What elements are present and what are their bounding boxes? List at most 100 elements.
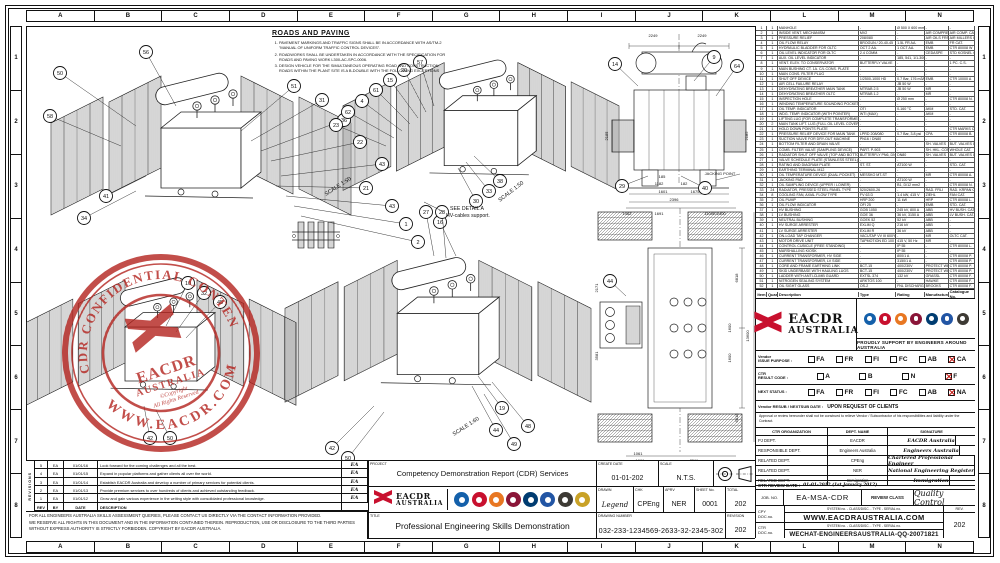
grid-label-M: M [837,542,906,552]
svg-text:2396: 2396 [670,197,680,202]
balloon-1: 1 [293,205,413,231]
grid-label-L: L [770,542,838,552]
check-option-FA: FA [807,355,825,363]
svg-text:62: 62 [345,110,351,116]
system-header-1: SYSTEM no. - CLASS/DISC. - TYPE - SERIAL… [785,506,943,513]
grid-label-C: C [161,542,229,552]
balloon-44: 44 [471,385,503,437]
total-value: 202 [734,501,747,508]
balloon-56: 56 [139,45,177,107]
balloon-15: 15 [383,73,419,119]
balloon-50: 50 [155,409,177,445]
grid-label-F: F [364,542,432,552]
org-header: DEPT. NAME [828,428,888,435]
svg-text:6818: 6818 [734,413,739,423]
job-no-value: EA-MSA-CDR [784,490,862,505]
balloon-50: 50 [341,411,385,460]
grid-label-2: 2 [979,89,989,154]
grid-label-6: 6 [11,345,21,409]
cpy-doc-value: WWW.EACDRAUSTRALIA.COM [785,513,943,523]
svg-text:JACKING POINT: JACKING POINT [705,171,736,176]
svg-text:10: 10 [185,281,191,287]
svg-text:31: 31 [319,98,325,104]
title-cell: TITLE Professional Engineering Skills De… [368,513,596,539]
svg-text:SCALE 1:60: SCALE 1:60 [452,416,481,438]
eacdr-logo-block: EACDR AUSTRALIA [753,299,859,350]
svg-text:44: 44 [607,279,613,285]
drawing-title: Professional Engineering Skills Demonstr… [395,520,570,531]
grid-label-C: C [161,11,229,21]
supporter-logos [857,299,975,338]
revision-cell: REVISION 202 [725,513,755,539]
sheet-no-value: 0001 [702,501,718,508]
cpy-doc-label: CPY DOC.no. [756,506,784,523]
check-option-FI: FI [864,355,879,363]
grid-label-D: D [228,11,297,21]
vic-government-logo [925,312,938,325]
svg-text:182: 182 [681,181,688,186]
svg-text:43: 43 [379,162,385,168]
signature: EACDR Australia [907,436,956,445]
nt-government-logo [894,312,907,325]
parts-list-footer: ItemQuant.DescriptionTypeRatingManufactu… [756,289,975,300]
total-cell: TOTAL 202 [725,487,755,513]
eacdr-country: AUSTRALIA [788,325,859,337]
eacdr-logo [753,307,783,342]
balloon-27: 27 [419,205,435,257]
svg-text:48: 48 [525,424,531,430]
balloon-61: 61 [369,83,411,125]
checkbox-A [816,372,824,380]
balloon-51: 51 [240,79,301,132]
drawing-number-cell: DRAWING NUMBER 032-233-1234569-2633-32-2… [596,513,725,539]
svg-text:42: 42 [329,446,335,452]
checkbox-FI [864,355,872,363]
grid-label-8: 8 [979,473,989,537]
aprv-cell: APRV NER [663,487,694,513]
balloon-64: 64 [715,59,744,97]
rev-label: REV. [944,506,975,513]
grid-label-B: B [93,11,162,21]
check-option-FI: FI [864,389,879,396]
nsw-government-logo [471,492,487,507]
svg-text:19: 19 [499,406,505,412]
grid-label-5: 5 [11,281,21,346]
svg-text:34: 34 [81,216,87,222]
svg-text:29: 29 [619,184,625,190]
signature: Engineers Australia [903,446,960,455]
svg-text:40: 40 [702,186,708,192]
balloon-23: 23 [329,118,387,147]
checkbox-CA [948,355,956,363]
balloon-62: 62 [341,105,395,139]
svg-text:1600: 1600 [727,353,732,363]
svg-text:2185: 2185 [744,131,749,141]
checkbox-FR [835,389,843,396]
signature: National Engineering Register [888,466,975,475]
project-cell: PROJECT Competency Demonstration Report … [368,461,596,487]
checkbox-AB [918,389,926,396]
